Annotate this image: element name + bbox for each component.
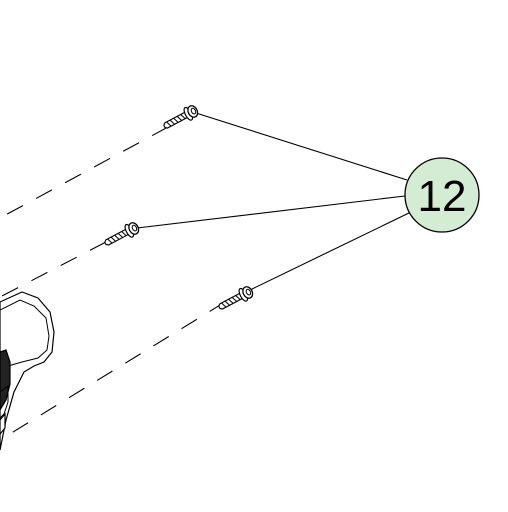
screw-bottom <box>215 283 256 315</box>
axis-line-top <box>0 126 169 219</box>
housing-dark-recess <box>0 349 11 412</box>
housing-lower-edge <box>0 385 9 419</box>
axis-line-bottom <box>0 301 226 441</box>
callout-circle <box>404 157 480 233</box>
screw-top <box>160 102 201 134</box>
leader-line-middle <box>136 195 406 229</box>
callout-leader-lines <box>136 112 412 291</box>
housing-tab <box>0 412 6 435</box>
assembly-axis-lines <box>0 126 226 441</box>
callout-balloon: 12 <box>404 157 480 233</box>
housing-top-face <box>0 299 50 371</box>
screw-middle <box>101 219 142 251</box>
housing-outer-shell <box>0 291 55 451</box>
housing-fragment <box>0 291 55 451</box>
leader-line-bottom <box>249 211 412 291</box>
leader-line-top <box>195 112 408 181</box>
axis-line-middle <box>0 241 107 298</box>
callout-number: 12 <box>418 172 467 221</box>
